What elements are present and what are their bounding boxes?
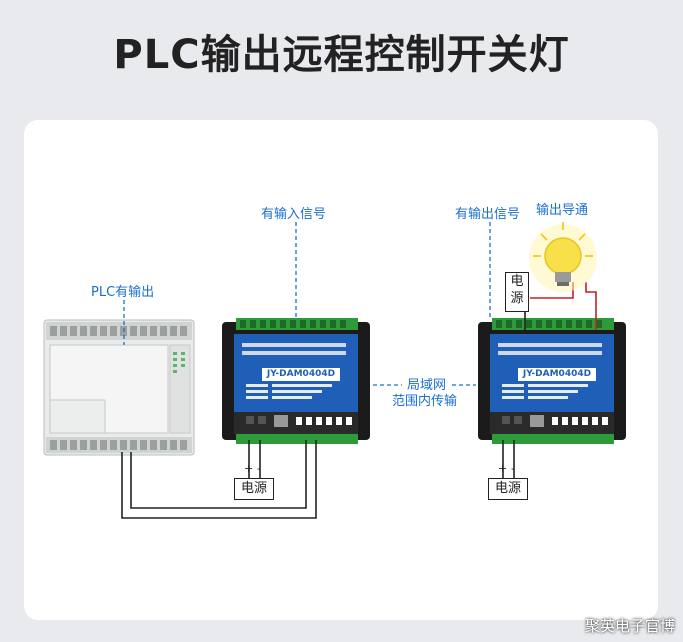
left-minus-terminal: - xyxy=(257,462,261,475)
input-signal-label: 有输入信号 xyxy=(261,207,327,222)
output-signal-label: 有输出信号 xyxy=(455,207,521,222)
leader-lines xyxy=(123,222,491,386)
plc-unit xyxy=(43,319,195,456)
right-power-box-bottom: 电源 xyxy=(488,478,528,500)
lan-label-line1: 局域网 xyxy=(407,378,447,393)
right-module-model: JY-DAM0404D xyxy=(522,369,592,379)
lan-label-line2: 范围内传输 xyxy=(392,394,458,409)
left-io-module xyxy=(222,318,370,444)
left-module-model: JY-DAM0404D xyxy=(266,369,336,379)
left-power-box: 电源 xyxy=(234,478,274,500)
light-bulb-icon xyxy=(529,222,597,292)
right-io-module xyxy=(478,318,626,444)
right-power-box-top: 电 源 xyxy=(505,272,529,312)
page-title: PLC输出远程控制开关灯 xyxy=(113,32,570,78)
plc-output-label: PLC有输出 xyxy=(91,285,155,300)
right-power-top-char1: 电 xyxy=(510,274,524,289)
left-plus-terminal: + xyxy=(244,462,254,475)
right-minus-terminal: - xyxy=(511,462,515,475)
right-plus-terminal: + xyxy=(498,462,508,475)
right-power-top-char2: 源 xyxy=(510,291,524,306)
output-conduct-label: 输出导通 xyxy=(536,203,589,218)
signal-wires xyxy=(121,291,526,519)
watermark: 聚英电子官博 xyxy=(584,617,675,635)
